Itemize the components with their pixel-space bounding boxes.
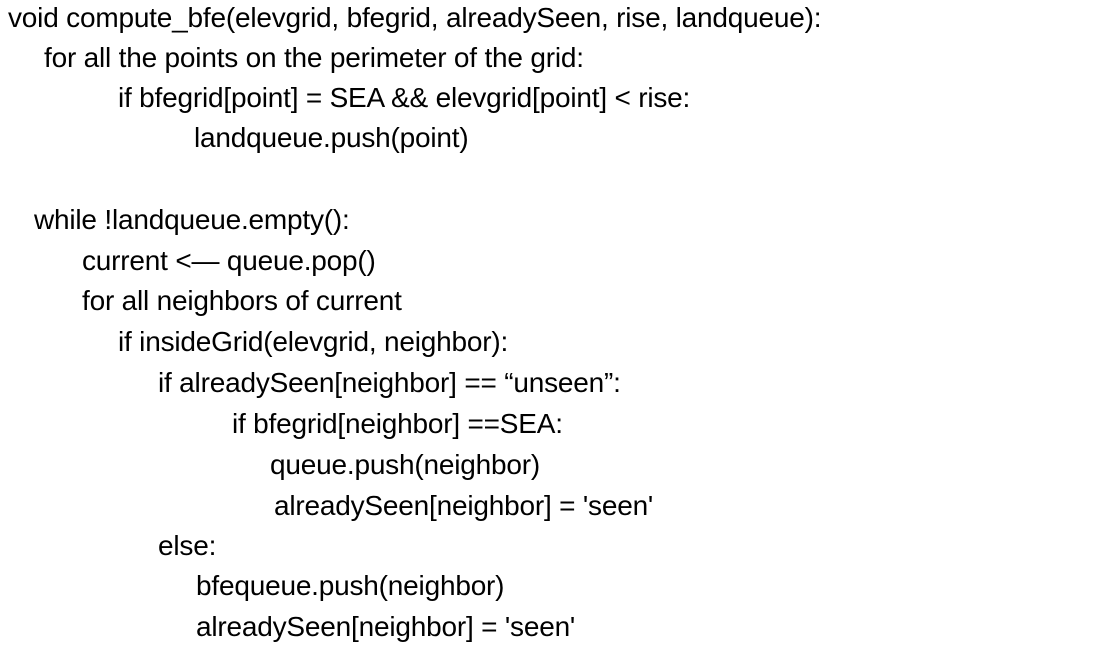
code-line-perimeter-loop: for all the points on the perimeter of t… xyxy=(44,42,584,73)
code-line-queue-push: queue.push(neighbor) xyxy=(270,449,540,480)
code-line-mark-seen-else: alreadySeen[neighbor] = 'seen' xyxy=(196,611,576,642)
code-line-function-signature: void compute_bfe(elevgrid, bfegrid, alre… xyxy=(8,2,822,33)
code-line-queue-pop: current <— queue.pop() xyxy=(82,245,376,276)
code-line-bfequeue-push: bfequeue.push(neighbor) xyxy=(196,570,505,601)
code-line-mark-seen: alreadySeen[neighbor] = 'seen' xyxy=(274,490,654,521)
code-line-unseen-check: if alreadySeen[neighbor] == “unseen”: xyxy=(158,367,621,398)
code-line-neighbor-sea-check: if bfegrid[neighbor] ==SEA: xyxy=(232,408,563,439)
code-line-landqueue-push: landqueue.push(point) xyxy=(194,122,469,153)
code-line-else: else: xyxy=(158,530,217,561)
code-line-sea-condition: if bfegrid[point] = SEA && elevgrid[poin… xyxy=(118,82,691,113)
code-line-inside-grid-check: if insideGrid(elevgrid, neighbor): xyxy=(118,326,509,357)
code-line-neighbors-loop: for all neighbors of current xyxy=(82,285,402,316)
code-line-while-loop: while !landqueue.empty(): xyxy=(34,204,350,235)
